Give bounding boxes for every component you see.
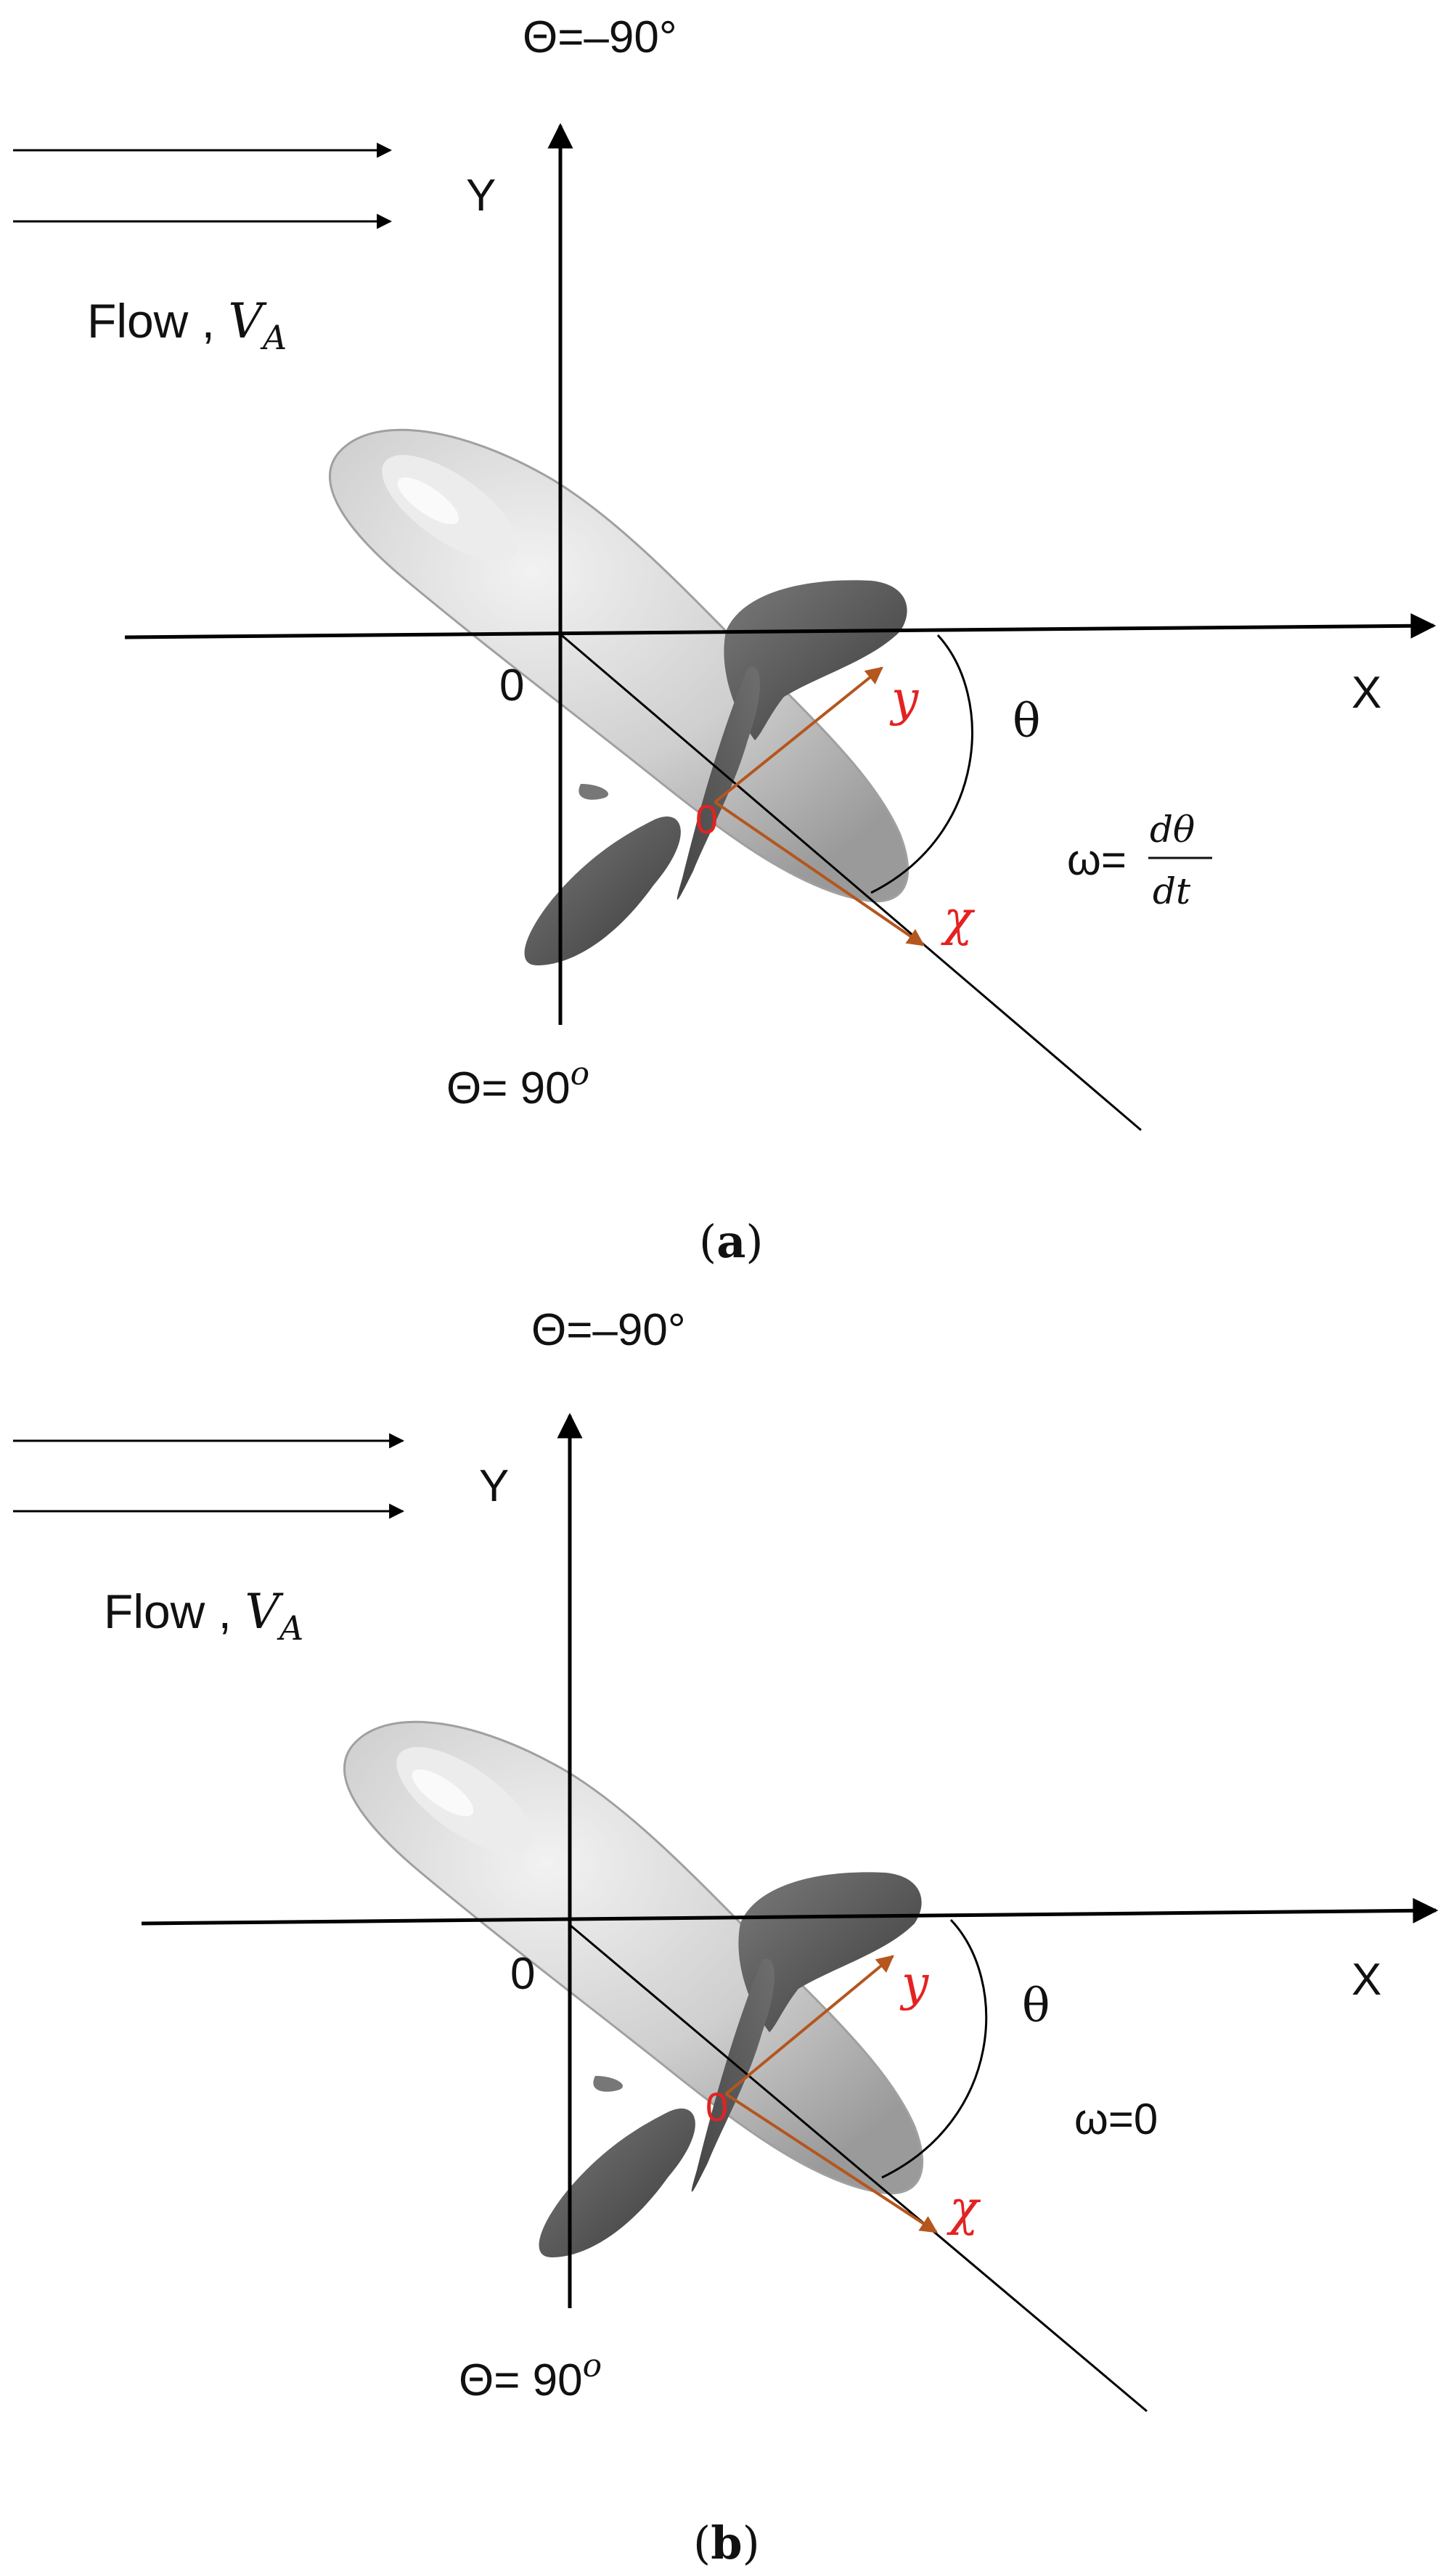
theta-top-label-a: Θ=–90° <box>523 12 677 62</box>
body-y-label-b: y <box>899 1955 929 2011</box>
body-y-label-a: y <box>889 671 919 727</box>
caption-b: (b) <box>693 2516 760 2569</box>
panel-a: Θ=–90° Flow , VA Y 0 X <box>13 12 1436 1268</box>
origin-label-b: 0 <box>510 1949 535 1999</box>
axis-y-label-a: Y <box>466 171 496 221</box>
caption-a: (a) <box>699 1215 764 1268</box>
propeller-blades-b <box>539 1872 922 2257</box>
propeller-blades-a <box>524 580 907 965</box>
origin-label-a: 0 <box>499 661 524 711</box>
body-axis-x-a <box>714 801 925 946</box>
propeller-hull-b <box>343 1720 924 2195</box>
omega-expression-a: ω= dθ dt <box>1067 809 1212 912</box>
body-origin-label-a: 0 <box>695 796 718 842</box>
theta-label-b: θ <box>1022 1979 1050 2033</box>
omega-label-b: ω=0 <box>1074 2095 1158 2143</box>
axis-x-label-b: X <box>1352 1955 1381 2005</box>
omega-den-a: dt <box>1153 870 1191 912</box>
theta-bottom-label-a: Θ= 90o <box>446 1055 589 1113</box>
theta-arc-a <box>870 634 973 894</box>
theta-top-label-b: Θ=–90° <box>531 1305 686 1355</box>
flow-label-a: Flow , VA <box>87 293 287 357</box>
theta-label-a: θ <box>1013 695 1041 748</box>
body-x-label-b: χ <box>947 2180 981 2236</box>
body-axis-y-a <box>714 666 883 804</box>
axis-x-a <box>124 613 1436 639</box>
theta-bottom-label-b: Θ= 90o <box>459 2347 602 2405</box>
panel-b: Θ=–90° Flow , VA Y 0 X 0 y χ θ <box>13 1305 1439 2569</box>
flow-label-b: Flow , VA <box>104 1584 303 1648</box>
axis-y-label-b: Y <box>479 1461 509 1511</box>
body-origin-label-b: 0 <box>706 2084 728 2130</box>
body-axis-line-b <box>569 1923 1148 2413</box>
axis-x-label-a: X <box>1352 668 1381 718</box>
omega-prefix-a: ω= <box>1067 835 1127 884</box>
axis-x-b <box>141 1897 1439 1926</box>
body-axis-y-b <box>724 1955 894 2095</box>
body-x-label-a: χ <box>941 891 976 946</box>
theta-arc-b <box>881 1918 988 2179</box>
body-axis-x-b <box>724 2093 939 2233</box>
omega-num-a: dθ <box>1150 809 1195 851</box>
propeller-hull-a <box>329 428 909 903</box>
body-axis-line-a <box>558 631 1142 1132</box>
